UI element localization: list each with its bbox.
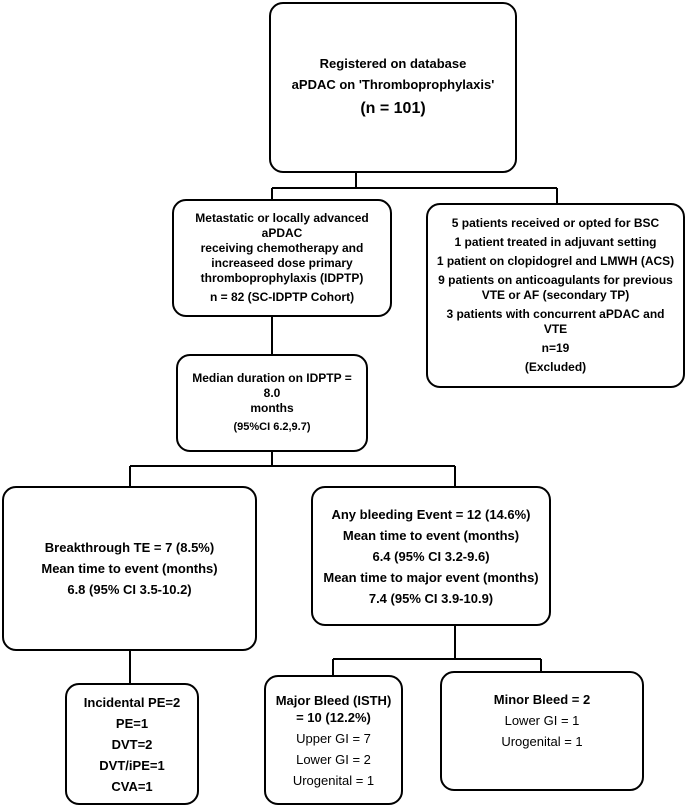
excluded-line: 1 patient treated in adjuvant setting [454,235,657,249]
minor-bleed-line: Urogenital = 1 [501,734,583,749]
median-ci: (95%CI 6.2,9.7) [233,421,311,433]
excluded-line: 5 patients received or opted for BSC [451,216,660,230]
registered-count: (n = 101) [360,99,426,117]
breakthrough-line: 6.8 (95% CI 3.5-10.2) [67,582,192,597]
bleeding-line: Mean time to event (months) [342,527,520,543]
excluded-box: 5 patients received or opted for BSC 1 p… [426,203,685,388]
excluded-line: VTE or AF (secondary TP) [481,288,630,302]
major-bleed-line: = 10 (12.2%) [296,709,371,725]
breakthrough-line: Mean time to event (months) [41,561,218,576]
te-events-box: Incidental PE=2 PE=1 DVT=2 DVT/iPE=1 CVA… [65,683,199,805]
bleeding-line: 7.4 (95% CI 3.9-10.9) [368,590,494,606]
te-events-line: PE=1 [115,715,149,731]
cohort-line: increaseed dose primary [211,256,353,270]
te-events-line: CVA=1 [111,778,153,794]
registered-line: aPDAC on 'Thromboprophylaxis' [291,76,495,92]
minor-bleed-line: Lower GI = 1 [504,713,580,728]
minor-bleed-box: Minor Bleed = 2 Lower GI = 1 Urogenital … [440,671,644,791]
te-events-line: DVT/iPE=1 [99,757,165,773]
median-line: Median duration on IDPTP = 8.0 [192,371,352,400]
bleeding-line: 6.4 (95% CI 3.2-9.6) [372,548,490,564]
excluded-line: 9 patients on anticoagulants for previou… [438,273,673,287]
major-bleed-line: Lower GI = 2 [296,751,371,767]
cohort-line: Metastatic or locally advanced aPDAC [195,211,369,240]
registered-box: Registered on database aPDAC on 'Thrombo… [269,2,517,173]
bleeding-line: Mean time to major event (months) [323,569,539,585]
te-events-line: DVT=2 [111,736,153,752]
major-bleed-line: Urogenital = 1 [292,772,375,788]
minor-bleed-line: Minor Bleed = 2 [493,692,591,707]
median-duration-box: Median duration on IDPTP = 8.0 months (9… [176,354,368,452]
te-events-line: Incidental PE=2 [83,694,181,710]
cohort-line: receiving chemotherapy and [200,241,364,255]
cohort-count: n = 82 (SC-IDPTP Cohort) [209,290,355,304]
bleeding-line: Any bleeding Event = 12 (14.6%) [331,506,531,522]
excluded-label: (Excluded) [524,360,587,374]
cohort-box: Metastatic or locally advanced aPDAC rec… [172,199,392,317]
breakthrough-te-box: Breakthrough TE = 7 (8.5%) Mean time to … [2,486,257,651]
breakthrough-line: Breakthrough TE = 7 (8.5%) [44,540,215,555]
major-bleed-line: Upper GI = 7 [296,730,371,746]
excluded-count: n=19 [541,341,570,355]
major-bleed-line: Major Bleed (ISTH) [275,692,392,708]
cohort-line: thromboprophylaxis (IDPTP) [200,271,364,285]
bleeding-event-box: Any bleeding Event = 12 (14.6%) Mean tim… [311,486,551,626]
major-bleed-box: Major Bleed (ISTH) = 10 (12.2%) Upper GI… [264,675,403,805]
median-line: months [250,401,294,415]
excluded-line: 3 patients with concurrent aPDAC and VTE [446,307,665,336]
registered-line: Registered on database [319,55,467,71]
excluded-line: 1 patient on clopidogrel and LMWH (ACS) [436,254,675,268]
